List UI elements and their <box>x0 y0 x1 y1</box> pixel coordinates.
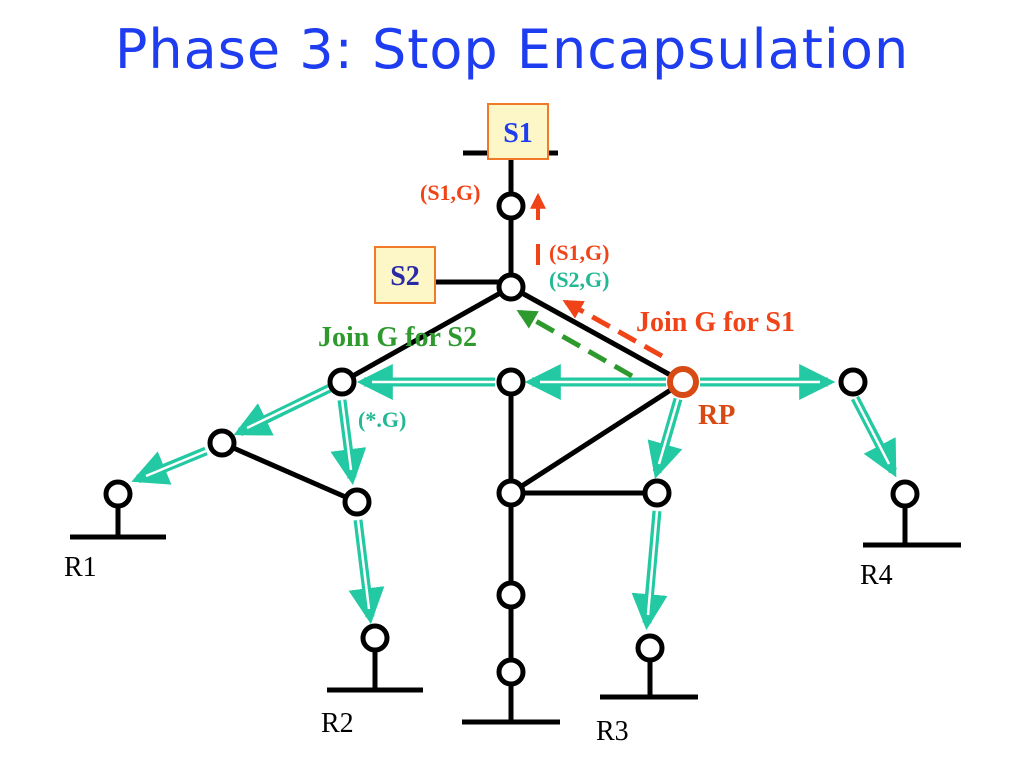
router-branch-left <box>207 428 237 458</box>
router-left-lower <box>342 487 372 517</box>
source-s1-label: S1 <box>503 118 533 149</box>
router-hub <box>496 272 526 302</box>
rp-label: RP <box>698 400 735 431</box>
s1g-mid-label: (S1,G) <box>549 240 610 265</box>
router-r3 <box>635 633 665 663</box>
star-g-label: (*.G) <box>358 407 406 432</box>
routers <box>103 191 920 687</box>
link-rp-center <box>509 379 685 496</box>
source-s2-label: S2 <box>390 261 420 292</box>
receiver-r3-label: R3 <box>596 716 629 747</box>
join-s1-arrow <box>562 299 664 359</box>
shared-tree-arrows <box>131 364 897 631</box>
join-s2-label: Join G for S2 <box>318 322 477 353</box>
receiver-r1-label: R1 <box>64 552 97 583</box>
router-trunk-1 <box>496 580 526 610</box>
source-s2-box <box>374 246 436 304</box>
rp-router <box>667 366 699 398</box>
receiver-r4-label: R4 <box>860 560 893 591</box>
router-r4 <box>890 479 920 509</box>
join-s2-arrow <box>516 309 634 379</box>
router-r2 <box>360 623 390 653</box>
network-links <box>70 150 961 725</box>
router-trunk-2 <box>496 657 526 687</box>
router-right <box>838 367 868 397</box>
router-center <box>496 478 526 508</box>
link-left-routers <box>220 440 359 505</box>
router-mid <box>496 367 526 397</box>
link-hub-rp <box>509 284 685 385</box>
source-s1-box <box>487 103 549 160</box>
s2g-label: (S2,G) <box>549 267 610 292</box>
router-r1 <box>103 479 133 509</box>
router-top <box>496 191 526 221</box>
slide-title: Phase 3: Stop Encapsulation <box>114 18 910 81</box>
join-s1-label: Join G for S1 <box>636 307 795 338</box>
s1g-top-label: (S1,G) <box>420 180 481 205</box>
receiver-r2-label: R2 <box>321 708 354 739</box>
router-left <box>327 367 357 397</box>
router-right-lower <box>642 478 672 508</box>
